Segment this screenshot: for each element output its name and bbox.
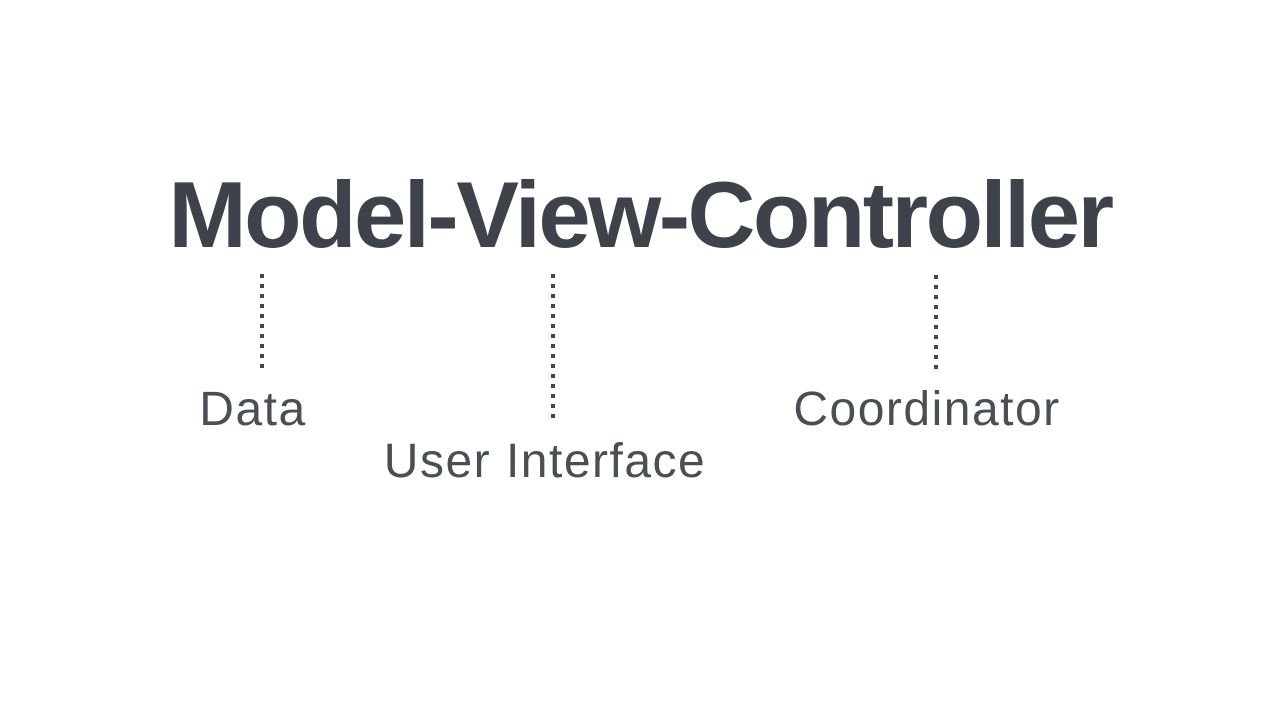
label-view-user-interface: User Interface (383, 435, 707, 488)
label-controller-coordinator: Coordinator (793, 383, 1061, 436)
dotted-connector-controller (934, 275, 938, 371)
dotted-connector-view (551, 274, 555, 420)
label-model-data: Data (199, 383, 307, 436)
dotted-connector-model (260, 274, 264, 370)
diagram-title: Model-View-Controller (168, 162, 1114, 267)
